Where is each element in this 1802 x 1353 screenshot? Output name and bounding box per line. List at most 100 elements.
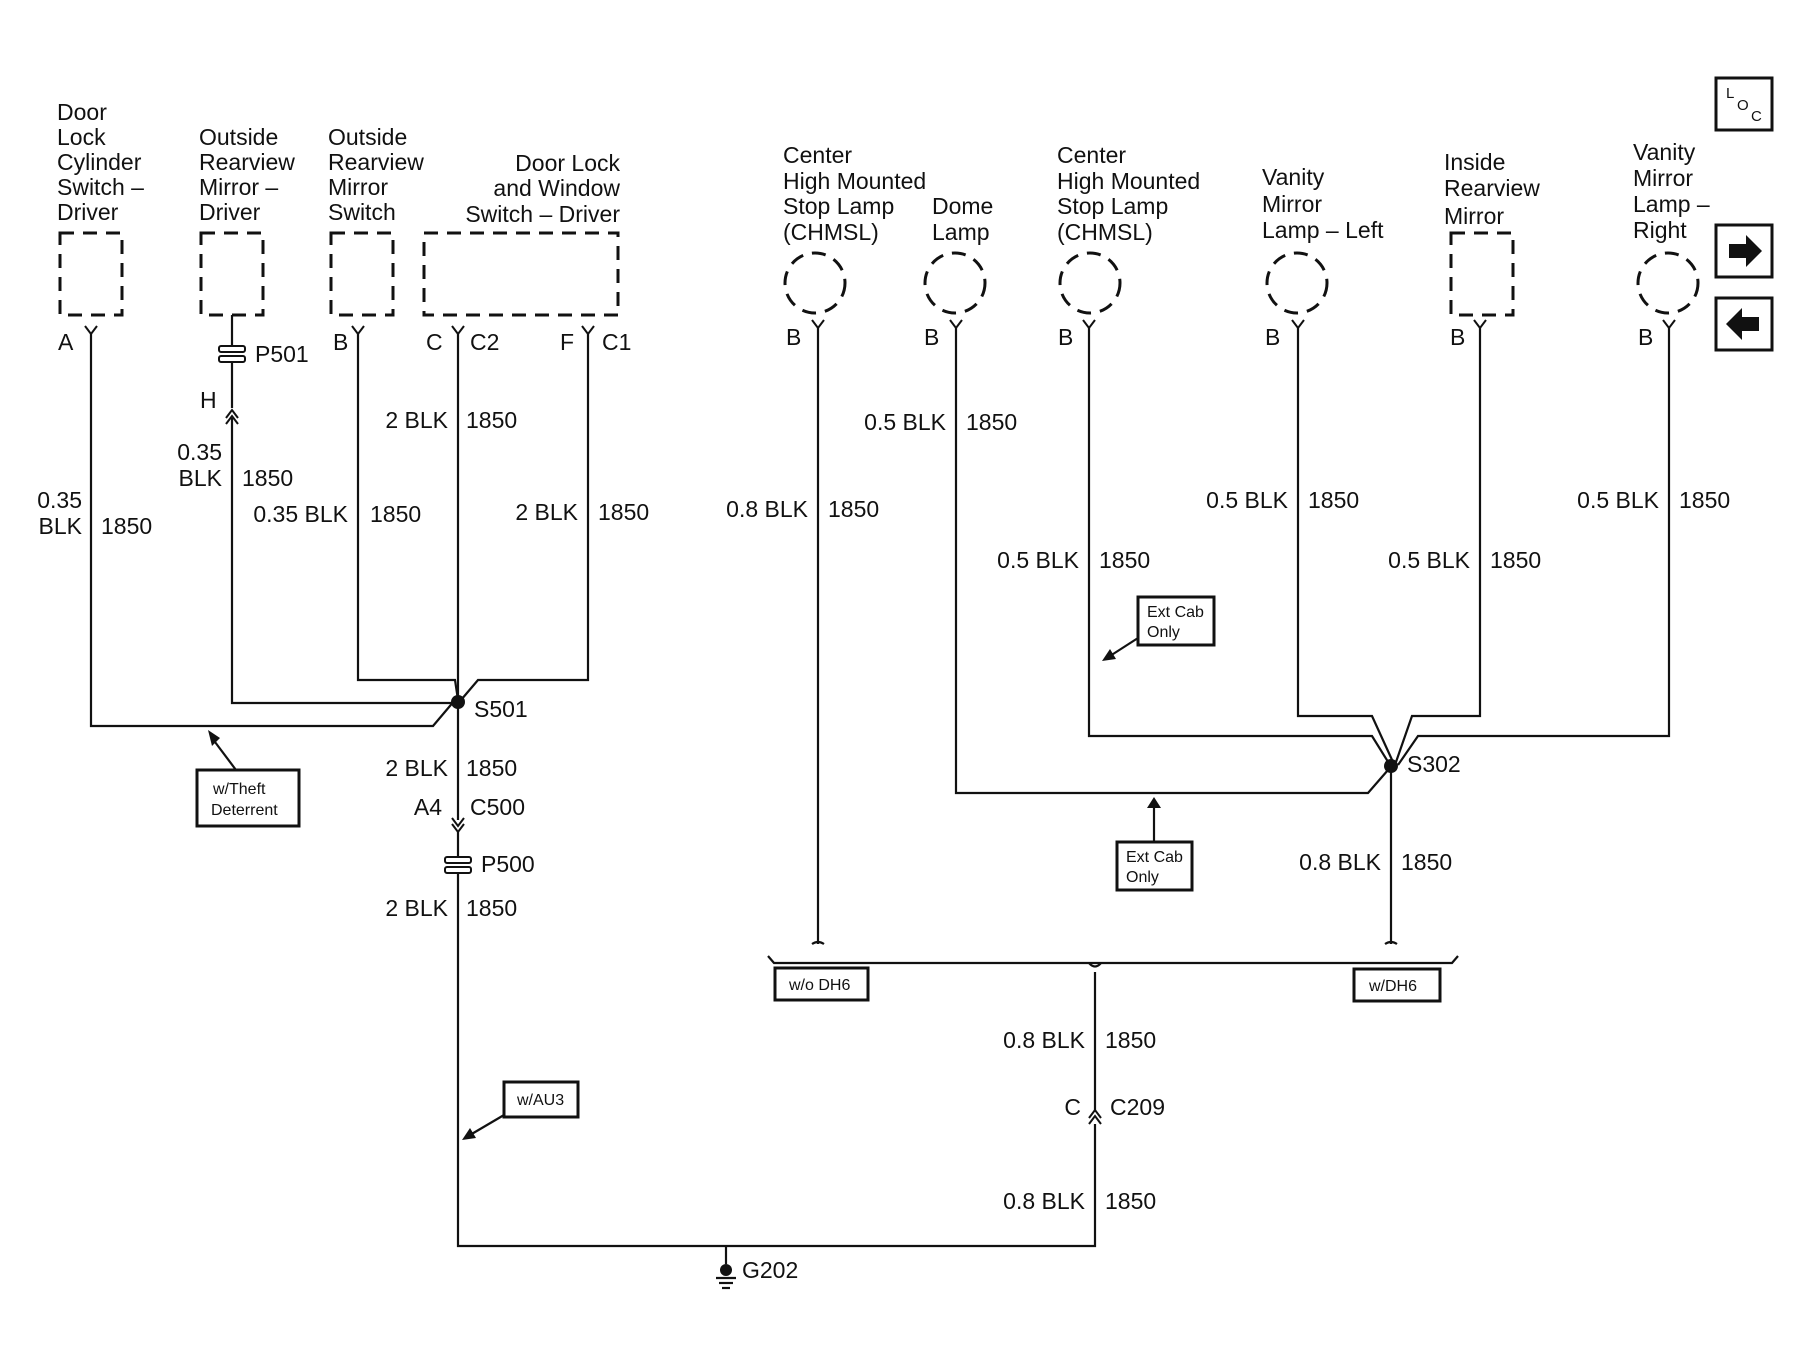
- component-chmsl-2-label: Center High Mounted Stop Lamp (CHMSL): [1057, 142, 1200, 245]
- wire-label-2blk-p500: 2 BLK: [385, 895, 448, 921]
- svg-text:Only: Only: [1147, 624, 1180, 641]
- pin-b-mirror-switch: B: [333, 329, 348, 355]
- svg-text:Inside: Inside: [1444, 149, 1505, 175]
- pin-b-inside-mirror: B: [1450, 324, 1465, 350]
- svg-text:Dome: Dome: [932, 193, 993, 219]
- wire-circuit-door-lock-cyl: 1850: [101, 513, 152, 539]
- wire-circuit-c209: 1850: [1105, 1188, 1156, 1214]
- wire-size-035-mirror-driver: 0.35: [177, 439, 222, 465]
- option-ext-cab-only-lower: Ext Cab Only: [1115, 797, 1194, 892]
- wire-circuit-chmsl-2: 1850: [1099, 547, 1150, 573]
- wire-label-05blk-vanity-left: 0.5 BLK: [1206, 487, 1288, 513]
- pin-a: A: [58, 329, 74, 355]
- wire-label-05blk-inside-mirror: 0.5 BLK: [1388, 547, 1470, 573]
- pin-b-vanity-left: B: [1265, 324, 1280, 350]
- svg-text:Mirror: Mirror: [1444, 203, 1504, 229]
- svg-text:w/Theft: w/Theft: [212, 781, 266, 798]
- wire-chmsl-2: [1087, 328, 1391, 766]
- component-outside-rearview-mirror-driver-label: Outside Rearview Mirror – Driver: [199, 124, 295, 225]
- previous-page-button[interactable]: [1714, 296, 1774, 352]
- svg-text:Mirror: Mirror: [1262, 191, 1322, 217]
- pin-f: F: [560, 329, 574, 355]
- svg-text:High Mounted: High Mounted: [783, 168, 926, 194]
- wire-circuit-mirror-driver: 1850: [242, 465, 293, 491]
- component-door-lock-cylinder-switch-label: Door Lock Cylinder Switch – Driver: [57, 99, 144, 225]
- p501-connector-icon: [218, 345, 246, 363]
- pin-b-chmsl-2: B: [1058, 324, 1073, 350]
- svg-text:Cylinder: Cylinder: [57, 149, 142, 175]
- svg-text:Lamp: Lamp: [932, 219, 990, 245]
- wire-size-035-door-lock-cyl: 0.35: [37, 487, 82, 513]
- wire-label-035blk-mirror-switch: 0.35 BLK: [253, 501, 348, 527]
- ground-g202-icon: [716, 1246, 736, 1290]
- component-dome-lamp-label: Dome Lamp: [932, 193, 993, 245]
- svg-text:and Window: and Window: [493, 175, 620, 201]
- wire-circuit-s501-c500: 1850: [466, 755, 517, 781]
- svg-text:Outside: Outside: [328, 124, 407, 150]
- svg-text:Mirror: Mirror: [1633, 165, 1693, 191]
- option-wo-dh6: w/o DH6: [773, 966, 870, 1002]
- wire-label-2blk-c1: 2 BLK: [515, 499, 578, 525]
- svg-text:w/DH6: w/DH6: [1368, 978, 1417, 995]
- svg-text:Mirror –: Mirror –: [199, 174, 278, 200]
- svg-text:Driver: Driver: [57, 199, 119, 225]
- outside-mirror-switch-outline: [329, 231, 395, 317]
- vanity-right-lamp-outline: [1636, 251, 1700, 315]
- wire-door-lock-cylinder: [89, 334, 456, 728]
- component-chmsl-1-label: Center High Mounted Stop Lamp (CHMSL): [783, 142, 926, 245]
- wire-vanity-left: [1296, 328, 1395, 763]
- p500-connector-icon: [444, 856, 472, 874]
- next-page-button[interactable]: [1714, 223, 1774, 279]
- wire-outside-mirror-switch: [356, 334, 460, 701]
- option-theft-deterrent: w/Theft Deterrent: [195, 730, 301, 828]
- g202-label: G202: [742, 1257, 798, 1283]
- wire-vanity-right: [1397, 328, 1671, 766]
- svg-text:Rearview: Rearview: [199, 149, 295, 175]
- svg-text:Lock: Lock: [57, 124, 106, 150]
- option-bracket-bus: [767, 934, 1459, 1112]
- svg-text:Switch –: Switch –: [57, 174, 144, 200]
- loc-button[interactable]: L O C: [1714, 76, 1774, 132]
- wire-circuit-dome: 1850: [966, 409, 1017, 435]
- wire-circuit-c2: 1850: [466, 407, 517, 433]
- svg-text:Ext Cab: Ext Cab: [1147, 604, 1204, 621]
- arrow-right-icon: [1729, 235, 1762, 267]
- svg-text:(CHMSL): (CHMSL): [1057, 219, 1153, 245]
- svg-text:Mirror: Mirror: [328, 174, 388, 200]
- svg-text:Deterrent: Deterrent: [211, 802, 278, 819]
- option-w-dh6: w/DH6: [1352, 967, 1442, 1003]
- pin-c2: C2: [470, 329, 499, 355]
- inside-mirror-outline: [1449, 231, 1515, 317]
- wire-label-05blk-chmsl-2: 0.5 BLK: [997, 547, 1079, 573]
- component-door-lock-window-switch-label: Door Lock and Window Switch – Driver: [465, 150, 620, 227]
- wire-circuit-inside-mirror: 1850: [1490, 547, 1541, 573]
- pin-b-dome: B: [924, 324, 939, 350]
- wire-label-05blk-vanity-right: 0.5 BLK: [1577, 487, 1659, 513]
- wire-label-08blk-chmsl-1: 0.8 BLK: [726, 496, 808, 522]
- c500-label: C500: [470, 794, 525, 820]
- svg-text:Stop Lamp: Stop Lamp: [783, 193, 894, 219]
- pin-b-vanity-right: B: [1638, 324, 1653, 350]
- svg-text:Door: Door: [57, 99, 107, 125]
- svg-text:O: O: [1737, 97, 1749, 114]
- wire-circuit-chmsl-1: 1850: [828, 496, 879, 522]
- s501-label: S501: [474, 696, 528, 722]
- svg-text:Center: Center: [783, 142, 852, 168]
- dome-lamp-outline: [923, 251, 987, 315]
- wire-inside-mirror: [1394, 328, 1482, 763]
- pin-terminals: [84, 319, 1676, 336]
- wire-circuit-bus: 1850: [1105, 1027, 1156, 1053]
- wire-label-08blk-s302: 0.8 BLK: [1299, 849, 1381, 875]
- svg-text:L: L: [1726, 85, 1734, 102]
- pin-h: H: [200, 387, 217, 413]
- pin-b-chmsl-1: B: [786, 324, 801, 350]
- wire-circuit-mirror-switch: 1850: [370, 501, 421, 527]
- p501-label: P501: [255, 341, 309, 367]
- component-vanity-mirror-lamp-right-label: Vanity Mirror Lamp – Right: [1633, 139, 1710, 243]
- vanity-left-lamp-outline: [1265, 251, 1329, 315]
- wire-outside-mirror-driver: [230, 418, 455, 705]
- svg-text:Vanity: Vanity: [1262, 164, 1325, 190]
- c500-terminal: [451, 817, 465, 834]
- wire-color-blk-door-lock-cyl: BLK: [39, 513, 83, 539]
- s501-splice-dot: [451, 695, 465, 709]
